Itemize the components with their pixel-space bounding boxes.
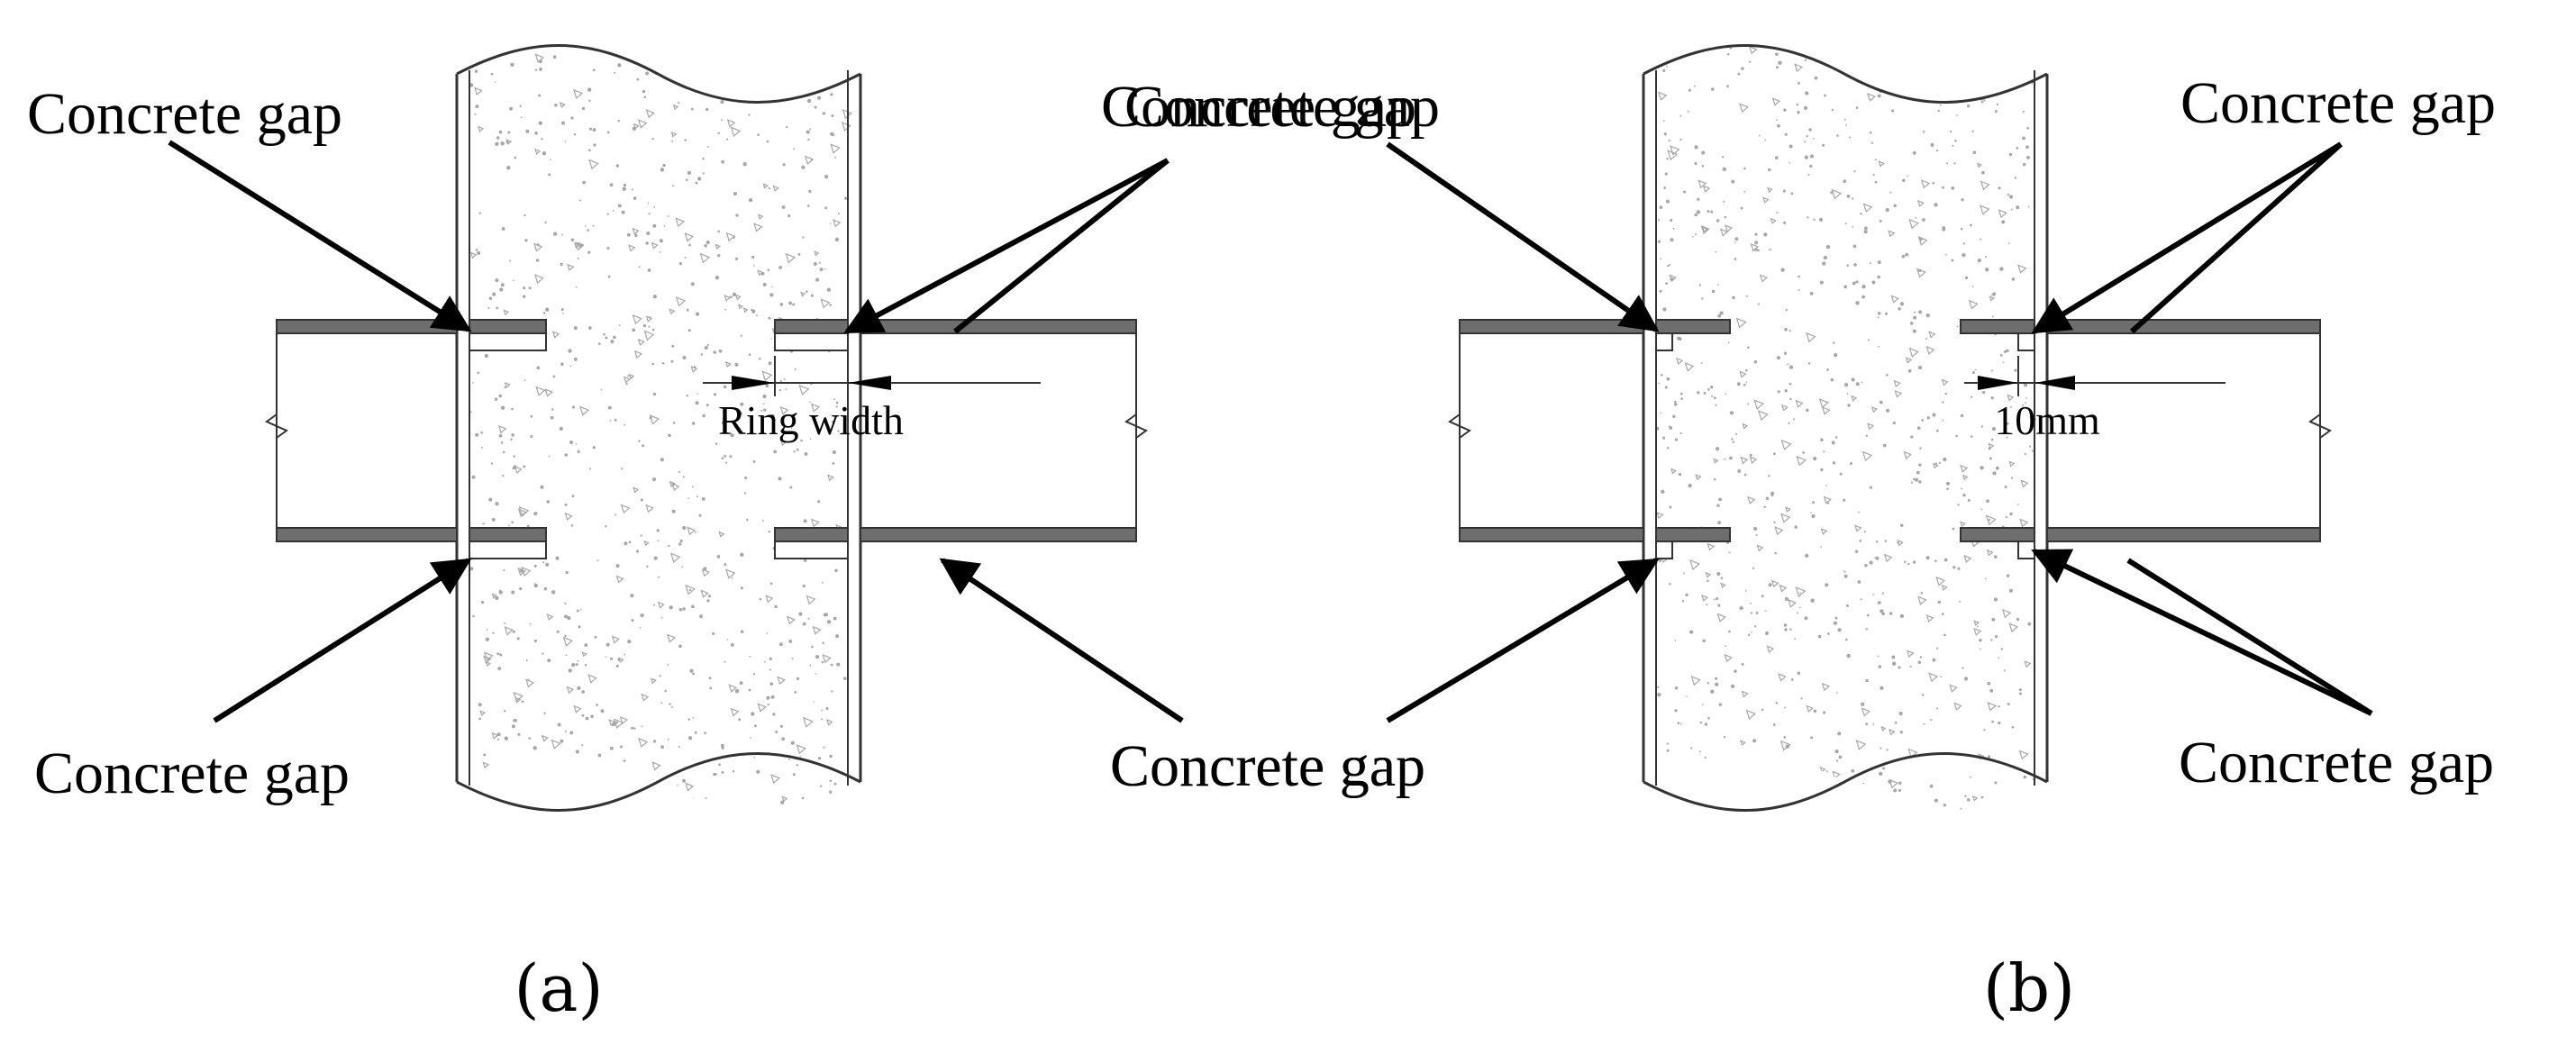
right-beam-a	[774, 319, 1148, 559]
arrow-a-top-left	[168, 140, 472, 332]
ring-plate-a-top-right	[774, 332, 849, 351]
label-a-top-right: Concrete gap	[1101, 74, 1416, 140]
ring-plate-b-top-left	[1655, 332, 1673, 351]
10mm-dimension: 10mm	[1964, 356, 2226, 443]
concrete-texture-a	[469, 45, 852, 811]
arrow-b-bottom-right-head	[2031, 549, 2373, 716]
dimension-label-b: 10mm	[1994, 397, 2100, 443]
ring-plate-b-top-right	[2017, 332, 2035, 351]
label-b-bottom-right: Concrete gap	[2179, 730, 2494, 795]
left-beam-b	[1448, 319, 1731, 559]
caption-a: (a)	[514, 950, 603, 1026]
panel-a: Ring width Concrete gap Concrete gap Con…	[27, 44, 1425, 1026]
arrow-b-bottom-left	[1386, 558, 1660, 723]
ring-width-dimension: Ring width	[703, 356, 1041, 443]
column-b	[1642, 44, 2049, 812]
arrows-b	[1386, 141, 2373, 723]
arrow-a-top-right-head	[843, 158, 1170, 334]
panel-b: 10mm Concrete gap Concrete gap Concrete …	[1110, 44, 2496, 1026]
arrow-b-top-right-head	[2031, 141, 2343, 334]
label-b-top-left: Concrete gap	[1124, 74, 1440, 140]
ring-plate-a-bottom-right	[774, 541, 849, 559]
arrow-a-top-right	[953, 158, 1170, 334]
label-b-top-right: Concrete gap	[2180, 70, 2496, 136]
column-a	[455, 44, 862, 812]
arrow-b-top-right	[2129, 141, 2344, 334]
arrow-a-bottom-left	[213, 558, 472, 723]
ring-plate-b-bottom-left	[1655, 541, 1673, 559]
arrows-a	[168, 140, 1184, 723]
arrow-b-top-left	[1386, 141, 1660, 332]
ring-plate-a-bottom-left	[469, 541, 547, 559]
label-a-top-left: Concrete gap	[27, 81, 342, 147]
dimension-label-a: Ring width	[718, 397, 904, 443]
arrow-b-bottom-right	[2126, 558, 2373, 716]
label-b-bottom-left: Concrete gap	[1110, 733, 1425, 799]
label-a-bottom-left: Concrete gap	[34, 741, 350, 806]
ring-plate-a-top-left	[469, 332, 547, 351]
caption-b: (b)	[1983, 950, 2075, 1026]
ring-plate-b-bottom-right	[2017, 541, 2035, 559]
label-a-bottom-right: Concrete gap	[1110, 733, 1425, 799]
right-beam-b	[1960, 319, 2332, 559]
arrow-a-bottom-right	[939, 558, 1184, 723]
